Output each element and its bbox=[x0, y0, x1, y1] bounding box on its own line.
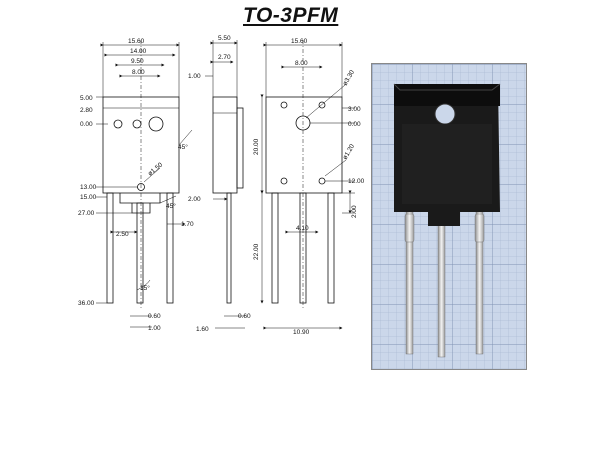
back-right-2-00: 2.00 bbox=[351, 205, 358, 218]
back-lead-pitch: 4.10 bbox=[296, 225, 309, 232]
front-height-36-00: 36.00 bbox=[78, 300, 95, 307]
front-width-9-50: 9.50 bbox=[131, 58, 144, 65]
front-height-0-00: 0.00 bbox=[80, 121, 93, 128]
component-photo-image bbox=[372, 64, 526, 369]
front-height-15-00: 15.00 bbox=[80, 194, 97, 201]
front-lead-thickness: 0.60 bbox=[148, 313, 161, 320]
front-view bbox=[96, 40, 193, 328]
front-hole-dia: ø1.50 bbox=[147, 161, 165, 177]
side-view bbox=[205, 40, 245, 329]
front-angle-tab: 45° bbox=[166, 202, 176, 210]
component-photo bbox=[371, 63, 527, 370]
front-width-14-00: 14.00 bbox=[130, 48, 147, 55]
front-height-5-00: 5.00 bbox=[80, 95, 93, 102]
back-right-0-00: 0.00 bbox=[348, 121, 361, 128]
front-width-15-60: 15.60 bbox=[128, 38, 145, 45]
back-left-22-00: 22.00 bbox=[253, 243, 260, 260]
front-lead-bottom: 1.00 bbox=[148, 325, 161, 332]
back-right-3-00: 3.00 bbox=[348, 106, 361, 113]
front-angle-top: 45° bbox=[178, 143, 188, 151]
back-width-8-00: 8.00 bbox=[295, 60, 308, 67]
front-height-2-80: 2.80 bbox=[80, 107, 93, 114]
side-top-5-50: 5.50 bbox=[218, 35, 231, 42]
side-bottom-1-60: 1.60 bbox=[196, 326, 209, 333]
side-bottom-0-60: 0.60 bbox=[238, 313, 251, 320]
front-lead-pitch: 2.50 bbox=[116, 231, 129, 238]
side-tab-2-00: 2.00 bbox=[188, 196, 201, 203]
package-title: TO-3PFM bbox=[243, 4, 339, 27]
front-height-27-00: 27.00 bbox=[78, 210, 95, 217]
front-lead-angle: 15° bbox=[140, 284, 150, 292]
back-hole-dia-3-30: ø3.30 bbox=[342, 69, 357, 87]
back-right-12-00: 12.00 bbox=[348, 178, 365, 185]
front-height-13-00: 13.00 bbox=[80, 184, 97, 191]
side-top-1-00: 1.00 bbox=[188, 73, 201, 80]
side-top-2-70: 2.70 bbox=[218, 54, 231, 61]
front-width-8-00: 8.00 bbox=[132, 69, 145, 76]
back-hole-dia-1-20: ø1.20 bbox=[342, 143, 357, 161]
front-lead-width: 1.70 bbox=[181, 221, 194, 228]
back-left-20-00: 20.00 bbox=[253, 138, 260, 155]
back-width-15-60: 15.60 bbox=[291, 38, 308, 45]
back-view bbox=[260, 40, 355, 330]
back-bottom-width: 10.90 bbox=[293, 329, 310, 336]
